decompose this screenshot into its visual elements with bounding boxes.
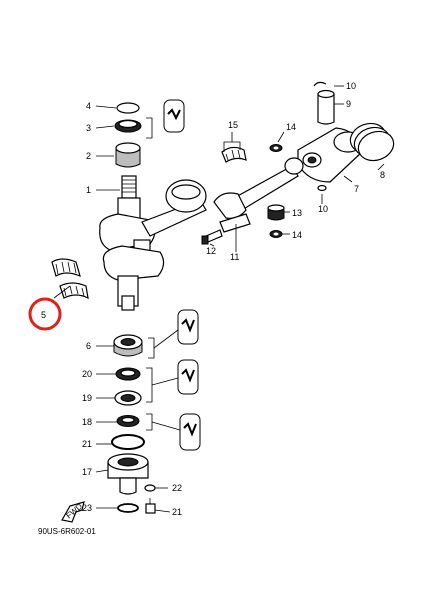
callout-13: 13 [292,208,302,218]
grease-gun-icon-top [163,99,185,133]
callout-18: 19 [82,393,92,403]
grease-bracket-17 [146,413,153,431]
needle-bearing-part-5[interactable] [51,258,89,300]
callout-2: 2 [86,151,91,161]
circlip-part-10-top[interactable] [313,81,327,87]
callout-9: 9 [346,99,351,109]
seal-part-18[interactable] [114,390,142,406]
callout-7: 7 [354,184,359,194]
callout-4: 4 [86,101,91,111]
callout-15: 15 [228,120,238,130]
callout-14-bottom: 14 [292,230,302,240]
callout-6: 6 [86,341,91,351]
needle-bearing-part-13[interactable] [267,204,285,221]
bolt-part-12[interactable] [201,229,223,245]
grease-gun-icon-17 [151,413,201,451]
seal-part-4[interactable] [116,102,140,114]
housing-part-16[interactable] [107,453,149,495]
connecting-rod-part-11[interactable] [213,157,304,233]
callout-17: 18 [82,417,92,427]
callout-5: 5 [41,310,46,320]
seal-part-19[interactable] [115,367,141,381]
callout-19: 20 [82,369,92,379]
piston-pin-part-9[interactable] [317,89,335,125]
callout-21: 21 [172,507,182,517]
callout-23: 23 [82,503,92,513]
o-ring-part-23[interactable] [117,503,139,513]
bolt-part-21[interactable] [145,498,156,514]
callout-8: 8 [380,170,385,180]
bearing-part-3[interactable] [114,119,142,133]
callout-11: 11 [230,252,239,262]
fwd-arrow-icon: FWD [61,501,85,523]
seal-part-17[interactable] [116,415,140,427]
callout-3: 3 [86,123,91,133]
callout-5-highlight[interactable]: 5 [28,297,62,331]
ball-bearing-part-6[interactable] [113,334,143,357]
circlip-part-10-bottom[interactable] [317,184,327,192]
o-ring-part-20[interactable] [111,434,145,450]
washer-part-14-top[interactable] [269,144,283,152]
diagram-code: 90US-6R602-01 [38,527,96,536]
piston-rings-part-8[interactable] [346,119,397,166]
grease-gun-icon-18-19 [151,359,199,395]
callout-22: 22 [172,483,182,493]
callout-14-top: 14 [286,122,296,132]
callout-10-top: 10 [346,81,356,91]
leader-lines [53,85,385,513]
callout-12: 12 [206,246,216,256]
bearing-part-15[interactable] [221,146,247,163]
grease-bracket-6 [148,337,155,359]
washer-part-22[interactable] [144,484,156,492]
grease-bracket-top [146,117,153,139]
grease-gun-icon-6 [153,309,199,349]
crankshaft-part-1[interactable] [99,175,207,311]
callout-20: 21 [82,439,92,449]
callout-1: 1 [86,185,91,195]
callout-10-bottom: 10 [318,204,328,214]
bushing-part-2[interactable] [115,142,141,168]
grease-bracket-18-19 [146,367,153,403]
washer-part-14-bottom[interactable] [269,230,283,238]
callout-16: 17 [82,467,92,477]
